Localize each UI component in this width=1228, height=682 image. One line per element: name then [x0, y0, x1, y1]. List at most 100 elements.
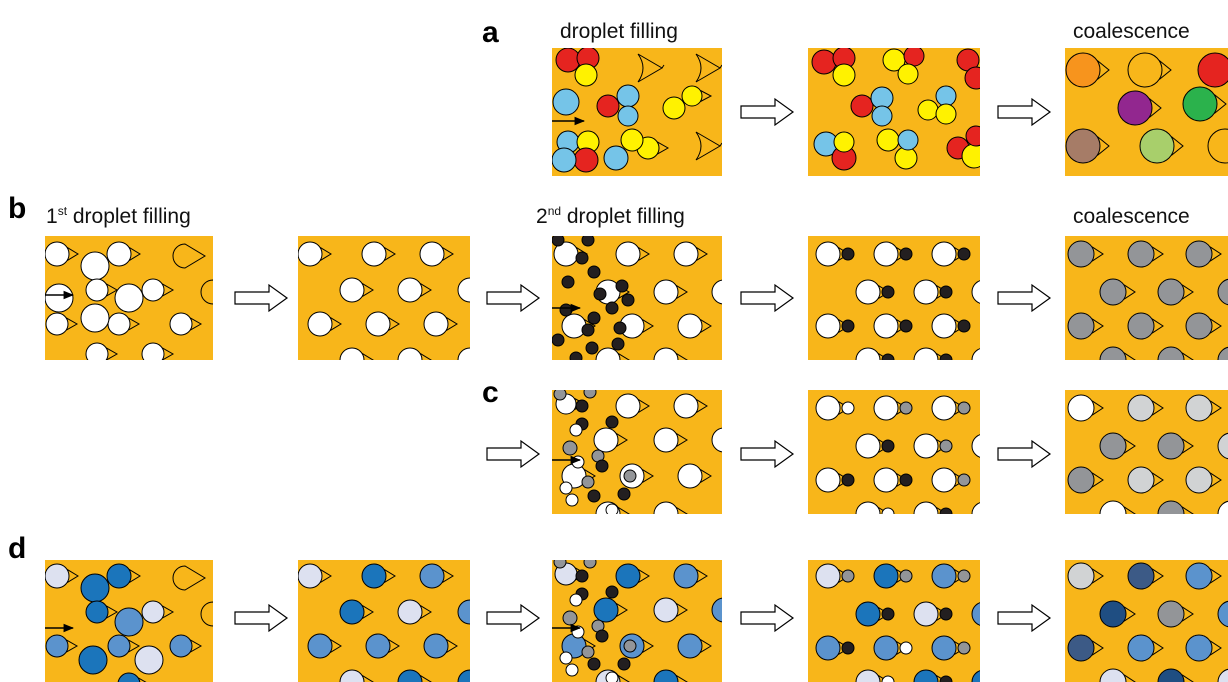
- droplet: [141, 342, 165, 360]
- droplet: [1185, 394, 1213, 422]
- gray-droplet: [623, 639, 637, 653]
- trap-tip: [66, 568, 79, 584]
- droplet: [45, 312, 69, 336]
- trap-tip: [1171, 136, 1184, 156]
- droplet: [45, 563, 70, 589]
- black-droplet: [899, 319, 913, 333]
- droplet: [1127, 312, 1155, 340]
- small-droplet: [881, 439, 895, 453]
- droplet: [653, 427, 679, 453]
- trap-tip: [1091, 568, 1104, 584]
- droplet: [1065, 128, 1101, 164]
- droplet: [573, 147, 599, 173]
- trap-tip: [441, 246, 454, 262]
- droplet: [457, 347, 470, 360]
- droplet: [871, 105, 893, 127]
- droplet: [931, 241, 957, 267]
- black-droplet: [939, 285, 953, 299]
- black-droplet: [841, 247, 855, 261]
- droplet: [397, 347, 423, 360]
- panel-b-first-filling: [45, 236, 213, 360]
- trap-tip: [1123, 606, 1136, 622]
- droplet: [961, 143, 980, 169]
- trap-tip: [615, 432, 628, 448]
- droplet: [141, 600, 165, 624]
- droplet: [595, 347, 621, 360]
- trap-tip: [1123, 506, 1136, 514]
- droplet: [1067, 634, 1095, 662]
- trap-tip: [657, 141, 670, 155]
- panel-label-a: a: [482, 16, 499, 49]
- trap-tip: [419, 282, 432, 298]
- droplet: [419, 563, 445, 589]
- droplet: [457, 277, 470, 303]
- trap-tip: [617, 506, 630, 514]
- small-droplet: [881, 607, 895, 621]
- droplet: [107, 634, 131, 658]
- trap-tip: [387, 638, 400, 654]
- trap-tip: [1123, 284, 1136, 300]
- droplet: [897, 63, 919, 85]
- white-droplet: [605, 671, 619, 682]
- trap-tip: [1181, 284, 1194, 300]
- trap-tip: [361, 674, 374, 682]
- droplet: [653, 597, 679, 623]
- droplet: [876, 128, 900, 152]
- droplet: [1217, 600, 1228, 628]
- panel-label-c: c: [482, 376, 499, 409]
- step-arrow: [997, 603, 1052, 633]
- trap-tip: [1214, 94, 1227, 114]
- trap-tip: [699, 318, 712, 334]
- droplet: [117, 672, 141, 682]
- trap-tip: [1091, 246, 1104, 262]
- gray-droplet: [553, 560, 567, 569]
- droplet: [307, 633, 333, 659]
- droplet: [615, 563, 641, 589]
- trap-tip: [1209, 640, 1222, 656]
- droplet: [811, 49, 837, 75]
- white-droplet: [569, 593, 583, 607]
- black-droplet: [613, 321, 627, 335]
- droplet: [1182, 86, 1218, 122]
- step-arrow: [486, 283, 541, 313]
- droplet: [1139, 128, 1175, 164]
- trap-tip: [1097, 60, 1110, 80]
- droplet: [141, 278, 165, 302]
- droplet: [917, 99, 939, 121]
- droplet: [114, 607, 144, 637]
- step-arrow: [997, 97, 1052, 127]
- trap-tip: [1151, 246, 1164, 262]
- droplet: [423, 633, 449, 659]
- droplet: [653, 501, 679, 514]
- trap-tip: [1181, 438, 1194, 454]
- trap-tip: [699, 468, 712, 484]
- droplet: [931, 563, 957, 589]
- empty-trap: [695, 131, 722, 161]
- black-droplet: [841, 319, 855, 333]
- caption-coalescence-a: coalescence: [1073, 20, 1190, 43]
- trap-tip: [641, 318, 654, 334]
- trap-tip: [675, 602, 688, 618]
- droplet: [673, 563, 699, 589]
- droplet: [711, 597, 722, 623]
- trap-tip: [699, 638, 712, 654]
- droplet: [897, 129, 919, 151]
- black-droplet: [581, 323, 595, 337]
- black-droplet: [617, 487, 631, 501]
- droplet: [964, 66, 980, 90]
- droplet: [361, 241, 387, 267]
- droplet: [1157, 346, 1185, 360]
- droplet: [931, 395, 957, 421]
- droplet: [169, 312, 193, 336]
- trap-tip: [361, 282, 374, 298]
- droplet: [561, 313, 587, 339]
- trap-tip: [1151, 472, 1164, 488]
- small-droplet: [957, 569, 971, 583]
- droplet: [1157, 278, 1185, 306]
- droplet: [1217, 278, 1228, 306]
- droplet: [605, 585, 619, 599]
- droplet: [673, 241, 699, 267]
- droplet: [815, 313, 841, 339]
- black-droplet: [615, 279, 629, 293]
- trap-tip: [1149, 98, 1162, 118]
